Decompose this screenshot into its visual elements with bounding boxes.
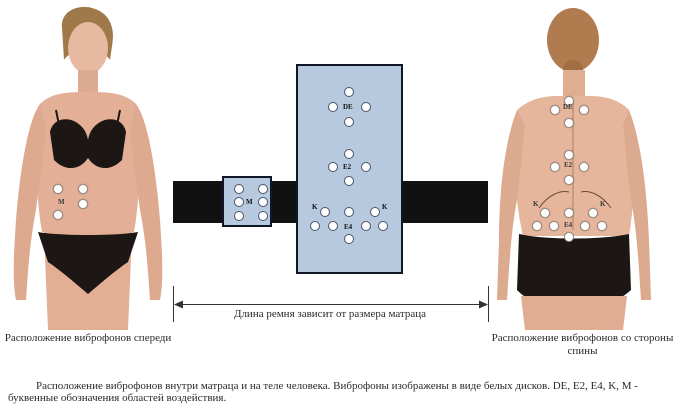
front-vibrophone-m-3 [53,210,63,220]
back-vibrophone-de-bottom [564,118,574,128]
mattress-vibrophone-e2-top [344,149,354,159]
back-vibrophone-e4-top [564,208,574,218]
mattress-vibrophone-row-3 [361,221,371,231]
back-vibrophone-de-right [579,105,589,115]
back-label-k-right: K [600,200,606,208]
back-vibrophone-e2-right [579,162,589,172]
belt-right [402,181,488,223]
back-vibrophone-e2-top [564,150,574,160]
small-pad-label-m: M [246,198,253,206]
dimension-line [176,304,486,305]
small-pad: M [222,176,272,227]
back-label-e2: E2 [564,161,573,169]
front-vibrophone-m-1 [53,184,63,194]
back-vibrophone-e4-bottom [564,232,574,242]
small-pad-vibrophone-mr [258,197,268,207]
dimension-tick-left [173,286,174,322]
back-vibrophone-row-4 [597,221,607,231]
dimension-arrow-right [479,300,488,309]
mattress-vibrophone-e2-left [328,162,338,172]
small-pad-vibrophone-ml [234,197,244,207]
mattress-vibrophone-k-left [320,207,330,217]
dimension-arrow-left [174,300,183,309]
back-label-k-left: K [533,200,539,208]
mattress-vibrophone-row-4 [378,221,388,231]
small-pad-vibrophone-br [258,211,268,221]
mattress-vibrophone-e4-bottom [344,234,354,244]
mattress-vibrophone-e2-bottom [344,176,354,186]
mattress-label-k-right: K [382,203,388,211]
back-k-arcs [538,191,612,209]
dimension-tick-right [488,286,489,322]
back-vibrophone-e2-bottom [564,175,574,185]
mattress-vibrophone-e4-top [344,207,354,217]
mattress-vibrophone-row-1 [310,221,320,231]
back-vibrophone-row-2 [549,221,559,231]
mattress-label-e2: E2 [343,163,352,171]
mattress-vibrophone-de-left [328,102,338,112]
mattress-pad: DE E2 E4 K K [296,64,403,274]
mattress-label-de: DE [343,103,353,111]
back-caption: Расположение виброфонов со стороны спины [491,332,674,357]
back-vibrophone-e2-left [550,162,560,172]
back-body-figure [497,8,651,330]
front-vibrophone-m-2 [78,184,88,194]
front-label-m: M [58,198,65,206]
mattress-vibrophone-e2-right [361,162,371,172]
front-caption: Расположение виброфонов спереди [4,332,172,344]
bottom-note: Расположение виброфонов внутри матраца и… [8,380,638,404]
front-vibrophone-m-4 [78,199,88,209]
back-vibrophone-de-left [550,105,560,115]
mattress-label-e4: E4 [344,223,353,231]
mattress-vibrophone-de-right [361,102,371,112]
small-pad-vibrophone-bl [234,211,244,221]
front-body-figure [13,6,163,330]
mattress-label-k-left: K [312,203,318,211]
back-label-e4: E4 [564,221,573,229]
back-vibrophone-k-right-1 [588,208,598,218]
mattress-vibrophone-de-top [344,87,354,97]
back-vibrophone-k-left-1 [540,208,550,218]
small-pad-vibrophone-tl [234,184,244,194]
mattress-vibrophone-k-right [370,207,380,217]
back-label-de: DE [563,103,573,111]
mattress-vibrophone-row-2 [328,221,338,231]
belt-length-caption: Длина ремня зависит от размера матраца [233,308,427,320]
back-vibrophone-row-1 [532,221,542,231]
back-vibrophone-de-top [564,96,574,106]
mattress-vibrophone-de-bottom [344,117,354,127]
back-vibrophone-row-3 [580,221,590,231]
small-pad-vibrophone-tr [258,184,268,194]
